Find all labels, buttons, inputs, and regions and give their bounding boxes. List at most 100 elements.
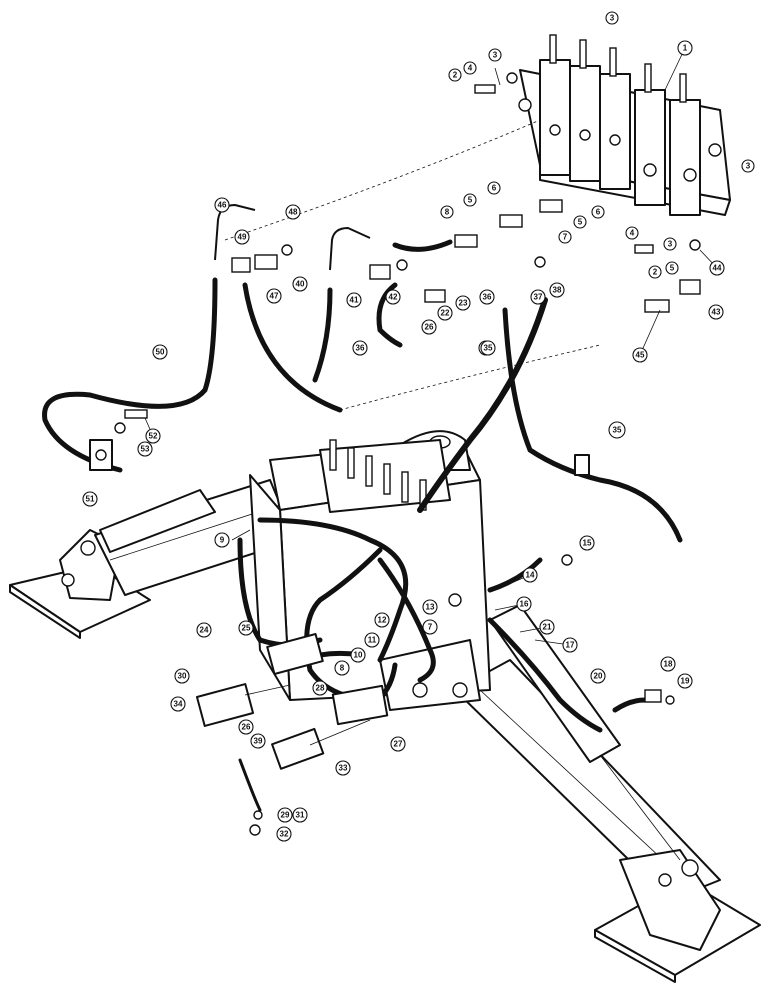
callout-6b-text: 6 bbox=[596, 208, 601, 217]
valve-port-4 bbox=[609, 134, 621, 146]
right-boom-leg bbox=[454, 659, 721, 901]
control-valve-assembly bbox=[518, 34, 731, 216]
hose-q bbox=[238, 758, 262, 812]
callout-6: 6 bbox=[487, 181, 501, 195]
callout-32-text: 32 bbox=[280, 830, 289, 839]
adapter-a bbox=[454, 234, 478, 248]
callout-52: 52 bbox=[145, 428, 161, 444]
callout-13: 13 bbox=[422, 599, 438, 615]
callout-23: 23 bbox=[455, 295, 471, 311]
callout-46: 46 bbox=[214, 197, 230, 213]
callout-9: 9 bbox=[214, 532, 230, 548]
right-foot-pin bbox=[681, 859, 699, 877]
valve-spool-1 bbox=[549, 34, 557, 64]
hose-k bbox=[377, 557, 436, 683]
hose-p bbox=[612, 697, 648, 713]
callout-23-text: 23 bbox=[459, 299, 468, 308]
lever-2 bbox=[347, 447, 355, 479]
lower-cylinders bbox=[195, 633, 675, 836]
callout-34: 34 bbox=[170, 696, 186, 712]
right-stabilizer bbox=[454, 604, 761, 983]
callout-41: 41 bbox=[346, 292, 362, 308]
callout-35: 35 bbox=[480, 340, 496, 356]
hose-m bbox=[487, 557, 543, 593]
callout-2-top: 2 bbox=[448, 68, 462, 82]
callout-38: 38 bbox=[549, 282, 565, 298]
left-stabilizer-cylinder bbox=[99, 489, 216, 553]
cylinder-25 bbox=[266, 633, 324, 675]
callout-42: 42 bbox=[385, 289, 401, 305]
callout-24-text: 24 bbox=[200, 626, 209, 635]
leader-c4 bbox=[494, 67, 501, 86]
o-ring-b bbox=[534, 256, 546, 268]
tee-fitting bbox=[231, 257, 251, 273]
callout-39b: 39 bbox=[250, 733, 266, 749]
elbow-43 bbox=[679, 279, 701, 295]
callout-41-text: 41 bbox=[350, 296, 359, 305]
callout-44-text: 44 bbox=[713, 264, 722, 273]
lever-3 bbox=[365, 455, 373, 487]
fitting-18 bbox=[644, 689, 662, 703]
callout-20-text: 20 bbox=[594, 672, 603, 681]
cylinder-33 bbox=[271, 727, 325, 770]
callout-18: 18 bbox=[660, 656, 676, 672]
callout-26b: 26 bbox=[238, 719, 254, 735]
callout-39b-text: 39 bbox=[254, 737, 263, 746]
valve-port-3 bbox=[579, 129, 591, 141]
callout-32: 32 bbox=[276, 826, 292, 842]
callout-31: 31 bbox=[292, 807, 308, 823]
callout-49: 49 bbox=[234, 229, 250, 245]
elbow-fitting-b bbox=[369, 264, 391, 280]
callout-8-text: 8 bbox=[445, 208, 450, 217]
callout-15: 15 bbox=[579, 535, 595, 551]
callout-37: 37 bbox=[530, 289, 546, 305]
callout-5c-text: 5 bbox=[670, 264, 675, 273]
callout-35a: 35 bbox=[608, 421, 626, 439]
dash-line-1 bbox=[339, 344, 601, 411]
hose-b bbox=[242, 282, 343, 413]
dash-line-2 bbox=[224, 119, 541, 241]
hose-h bbox=[257, 517, 409, 663]
clamp-51 bbox=[89, 439, 113, 471]
callout-40-text: 40 bbox=[296, 280, 305, 289]
callout-25: 25 bbox=[238, 620, 254, 636]
callout-11-text: 11 bbox=[368, 636, 377, 645]
callout-8b: 8 bbox=[334, 660, 350, 676]
o-ring-19 bbox=[665, 695, 675, 705]
callout-12-text: 12 bbox=[378, 616, 387, 625]
callout-24: 24 bbox=[196, 622, 212, 638]
callout-3-left-text: 3 bbox=[493, 51, 498, 60]
callout-14: 14 bbox=[522, 567, 538, 583]
callout-5b-text: 5 bbox=[578, 218, 583, 227]
callout-27-text: 27 bbox=[394, 740, 403, 749]
callout-33: 33 bbox=[335, 760, 351, 776]
callout-45-text: 45 bbox=[636, 351, 645, 360]
callout-17: 17 bbox=[562, 637, 578, 653]
callout-19-text: 19 bbox=[681, 677, 690, 686]
bolt-4b bbox=[634, 244, 654, 254]
callout-12: 12 bbox=[374, 612, 390, 628]
callout-46-text: 46 bbox=[218, 201, 227, 210]
callout-4-mid: 4 bbox=[625, 226, 639, 240]
callout-28: 28 bbox=[312, 680, 328, 696]
callout-17-text: 17 bbox=[566, 641, 575, 650]
callout-4-mid-text: 4 bbox=[630, 229, 635, 238]
callout-3-top-text: 3 bbox=[610, 14, 615, 23]
callout-2-mid: 2 bbox=[648, 265, 662, 279]
valve-section-3 bbox=[599, 73, 631, 190]
callout-30-text: 30 bbox=[178, 672, 187, 681]
callout-6-text: 6 bbox=[492, 184, 497, 193]
steel-line-a bbox=[214, 204, 256, 261]
callout-25-text: 25 bbox=[242, 624, 251, 633]
adapter-45 bbox=[644, 299, 670, 313]
valve-port-7 bbox=[708, 143, 722, 157]
callout-14-text: 14 bbox=[526, 571, 535, 580]
callout-3-right: 3 bbox=[741, 159, 755, 173]
callout-20: 20 bbox=[590, 668, 606, 684]
adapter-c bbox=[539, 199, 563, 213]
adapter-b bbox=[499, 214, 523, 228]
callout-5a-text: 5 bbox=[468, 196, 473, 205]
hose-l bbox=[487, 617, 603, 733]
valve-section-5 bbox=[669, 99, 701, 216]
